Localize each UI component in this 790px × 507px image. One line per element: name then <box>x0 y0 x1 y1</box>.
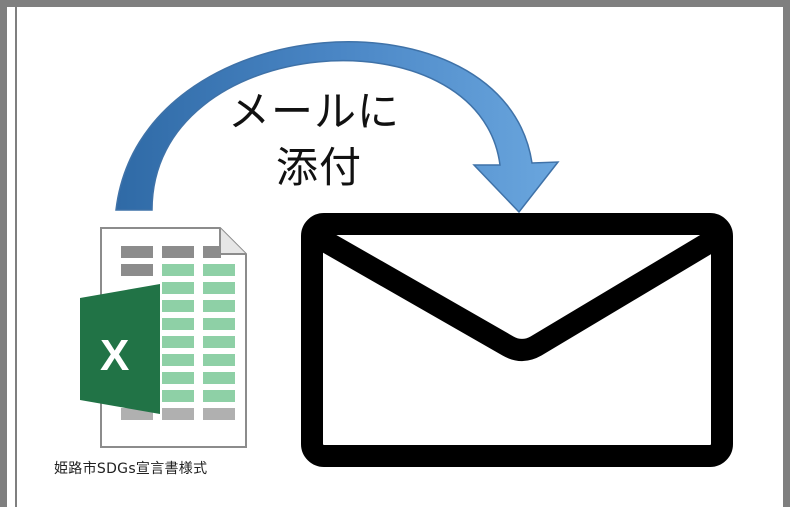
envelope-icon <box>301 213 733 467</box>
excel-x-letter: X <box>100 331 130 380</box>
frame-inner-line <box>15 0 17 507</box>
arrow-label-line-2: 添付 <box>276 143 363 192</box>
curved-arrow <box>115 41 560 214</box>
arrow-label-line-1: メールに <box>228 87 401 136</box>
file-caption: 姫路市SDGs宣言書様式 <box>54 461 208 477</box>
excel-spreadsheet-icon <box>80 227 247 448</box>
